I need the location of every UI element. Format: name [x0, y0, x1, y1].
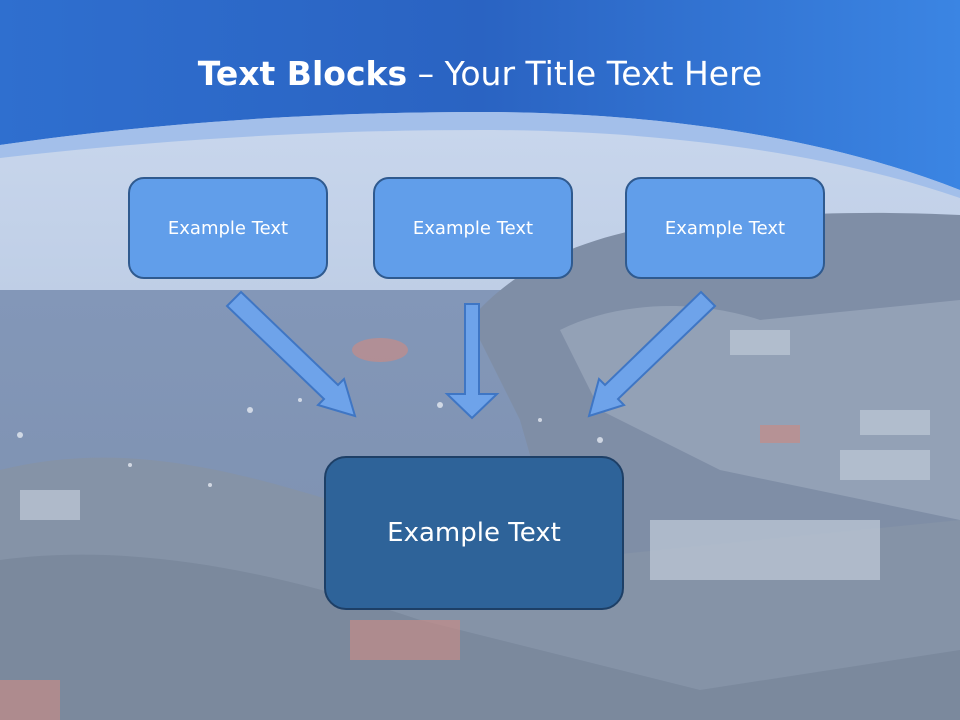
arrow-left: [225, 290, 357, 418]
arrow-middle: [444, 303, 500, 420]
text-box-2: Example Text: [373, 177, 573, 279]
center-text-box: Example Text: [324, 456, 624, 610]
text-box-1: Example Text: [128, 177, 328, 279]
title-bold: Text Blocks: [197, 54, 408, 93]
arrow-right: [587, 290, 717, 418]
title-separator: –: [407, 54, 445, 93]
slide-title: Text Blocks – Your Title Text Here: [0, 52, 960, 96]
text-box-3: Example Text: [625, 177, 825, 279]
title-rest: Your Title Text Here: [444, 54, 763, 93]
